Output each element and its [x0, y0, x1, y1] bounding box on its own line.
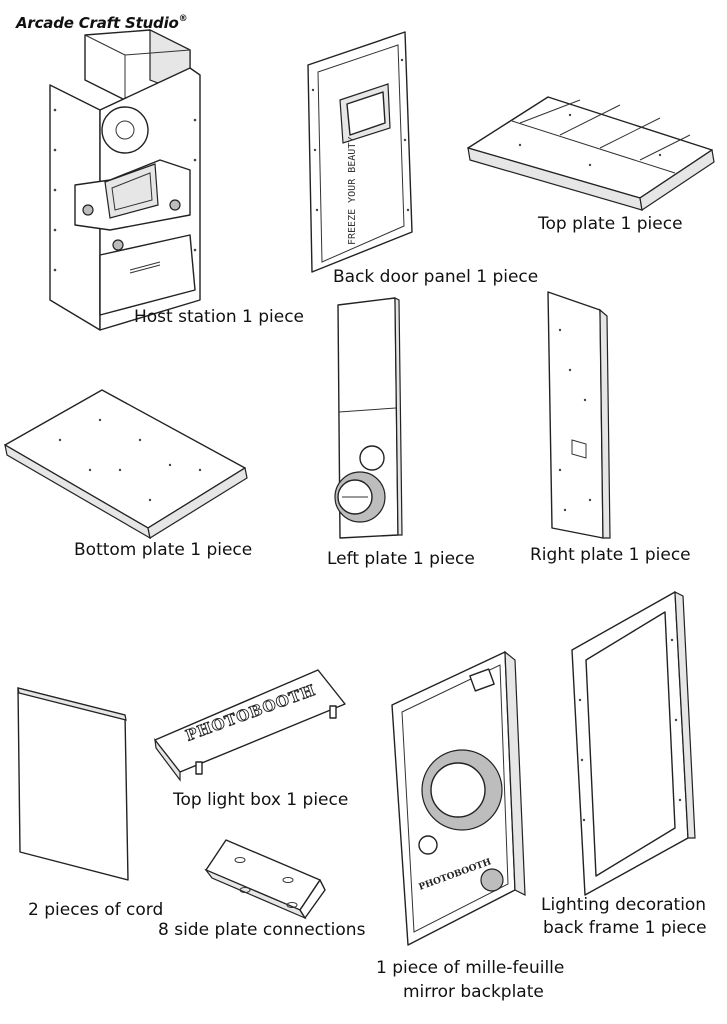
top-plate-drawing	[467, 96, 715, 212]
cord-drawing	[17, 687, 129, 881]
left-plate-label: Left plate 1 piece	[327, 549, 475, 569]
bottom-plate-label: Bottom plate 1 piece	[74, 540, 253, 560]
cord-label: 2 pieces of cord	[28, 900, 164, 920]
right-plate-label: Right plate 1 piece	[530, 545, 691, 565]
host-station-label: Host station 1 piece	[134, 307, 305, 327]
mirror-backplate-label-line2: mirror backplate	[403, 982, 544, 1002]
lighting-frame-drawing	[571, 591, 696, 896]
trademark-mark: ®	[178, 14, 188, 24]
lighting-frame-label-line1: Lighting decoration	[541, 895, 707, 915]
mirror-backplate-drawing: PHOTOBOOTH	[391, 650, 526, 946]
lighting-frame-label-line2: back frame 1 piece	[543, 918, 707, 938]
side-plate-connection-drawing	[204, 839, 326, 920]
left-plate-drawing	[334, 297, 403, 539]
top-light-box-label: Top light box 1 piece	[173, 790, 349, 810]
brand-logo-text: Arcade Craft Studio	[16, 14, 179, 32]
mirror-backplate-label-line1: 1 piece of mille-feuille	[376, 958, 565, 978]
bottom-plate-drawing	[4, 389, 248, 540]
side-plate-connections-label: 8 side plate connections	[158, 920, 366, 940]
back-door-panel-drawing: FREEZE YOUR BEAUTY	[307, 31, 413, 273]
back-door-panel-label: Back door panel 1 piece	[333, 267, 539, 287]
top-plate-label: Top plate 1 piece	[538, 214, 683, 234]
brand-logo: Arcade Craft Studio®	[16, 14, 188, 32]
host-station-drawing	[49, 29, 201, 331]
top-light-box-drawing: PHOTOBOOTH	[154, 669, 346, 782]
back-door-engraving: FREEZE YOUR BEAUTY	[347, 137, 358, 245]
right-plate-drawing	[547, 291, 611, 539]
